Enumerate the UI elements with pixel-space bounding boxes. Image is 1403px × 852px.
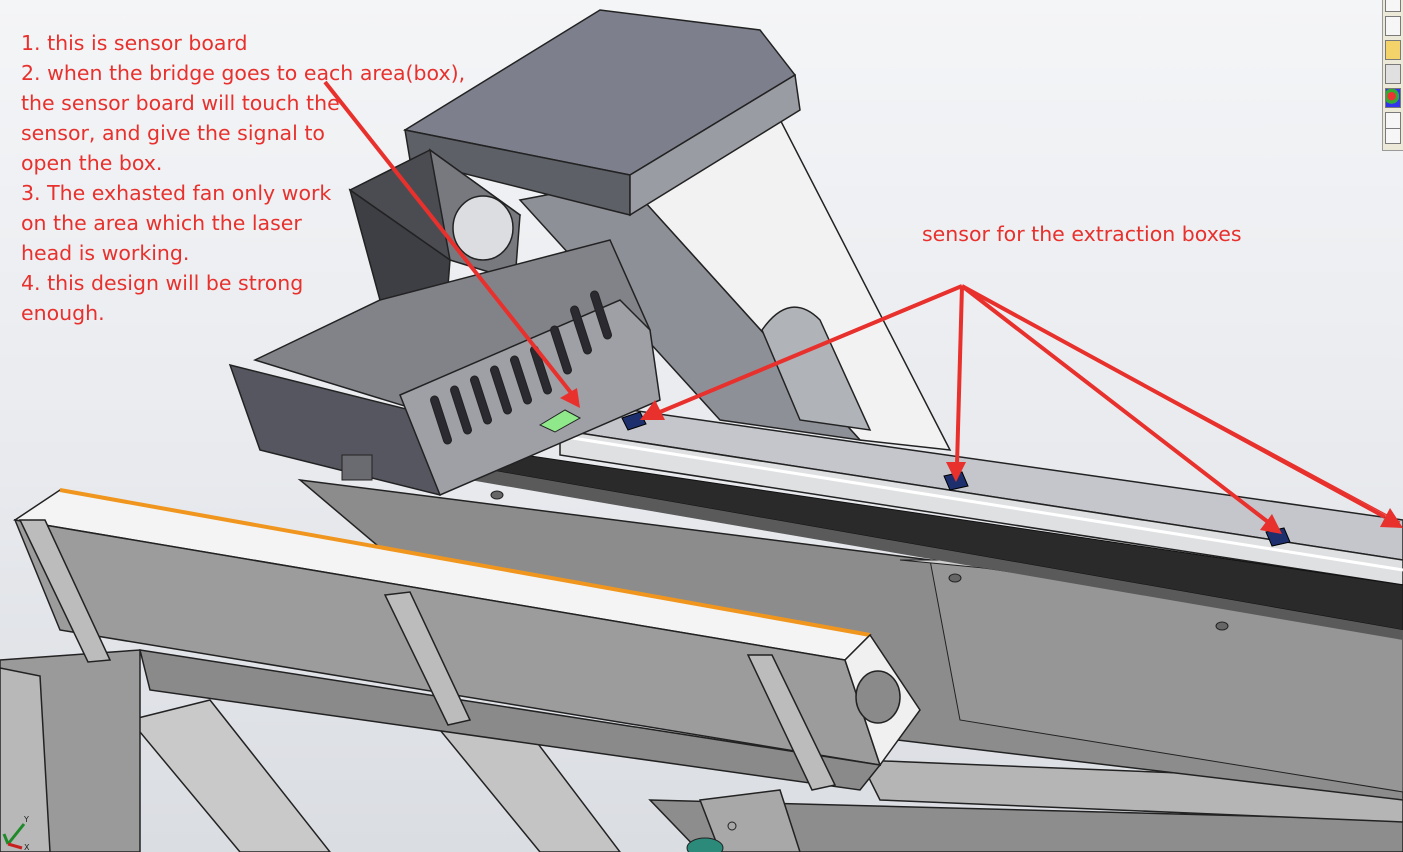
bed-hole (1215, 621, 1229, 631)
instruction-line: 4. this design will be strong (21, 271, 304, 295)
bridge-edge-highlight (59, 488, 871, 637)
frame-side-plate (0, 667, 51, 852)
column-slot (761, 306, 872, 431)
design-library-icon[interactable] (1385, 16, 1401, 36)
instruction-line: sensor, and give the signal to (21, 121, 325, 145)
instruction-line: on the area which the laser (21, 211, 302, 235)
annotation-arrows (323, 80, 1403, 534)
instruction-line: open the box. (21, 151, 163, 175)
bridge-brackets (18, 519, 837, 791)
view-palette-icon[interactable] (1385, 64, 1401, 84)
solidworks-resources-icon[interactable] (1385, 0, 1401, 12)
frame-rail (648, 799, 1403, 852)
frame-hole (727, 821, 737, 831)
task-pane-tabs (1382, 0, 1403, 151)
motor-part (686, 837, 724, 852)
instruction-line: the sensor board will touch the (21, 91, 340, 115)
sensor-label: sensor for the extraction boxes (922, 222, 1242, 246)
bed-hole (490, 490, 504, 500)
reference-triad: Y X (2, 815, 30, 852)
vent-slots (430, 290, 612, 445)
fan-duct-opening (452, 195, 514, 261)
frame-leg (128, 699, 331, 852)
instruction-line: head is working. (21, 241, 190, 265)
column-cap-side (629, 73, 801, 217)
frame-bracket (698, 789, 801, 852)
instruction-line: 3. The exhasted fan only work (21, 181, 332, 205)
connector-plate (341, 454, 373, 481)
gantry-underside (470, 470, 1403, 640)
instruction-line: 1. this is sensor board (21, 31, 248, 55)
appearances-icon[interactable] (1385, 88, 1401, 108)
instructions-note: 1. this is sensor board 2. when the brid… (21, 28, 465, 328)
bed-hole (948, 573, 962, 583)
triad-label-y: Y (23, 815, 29, 824)
sensor (621, 411, 647, 431)
instruction-line: enough. (21, 301, 105, 325)
forum-icon[interactable] (1385, 128, 1401, 144)
instruction-line: 2. when the bridge goes to each area(box… (21, 61, 466, 85)
triad-label-x: X (24, 843, 30, 852)
file-explorer-icon[interactable] (1385, 40, 1401, 60)
bridge-lower-rail (138, 649, 882, 791)
rail-slot (559, 434, 1403, 572)
sensor-board (538, 409, 582, 433)
bridge-end-hole (855, 670, 901, 724)
